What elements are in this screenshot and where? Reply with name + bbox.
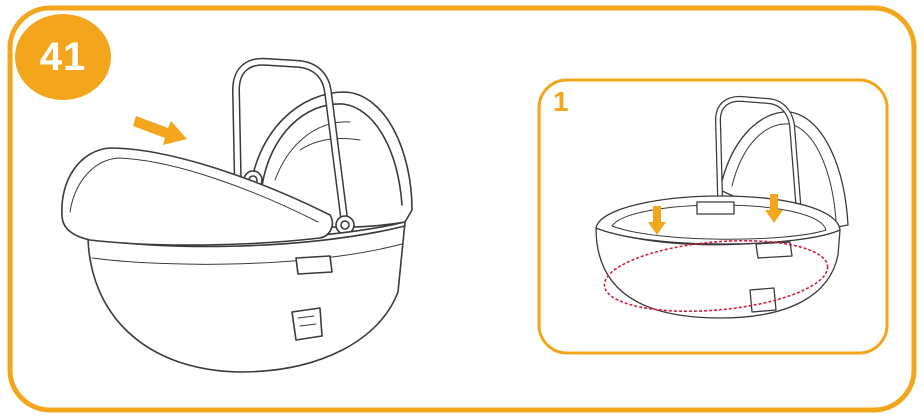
detail-label: 1 [553,86,569,118]
arrow-right-down-icon [133,116,187,145]
main-carrycot-illustration [62,62,412,372]
step-number-badge: 41 [15,14,111,100]
bottom-clip [292,308,322,340]
step-number: 41 [40,35,87,80]
